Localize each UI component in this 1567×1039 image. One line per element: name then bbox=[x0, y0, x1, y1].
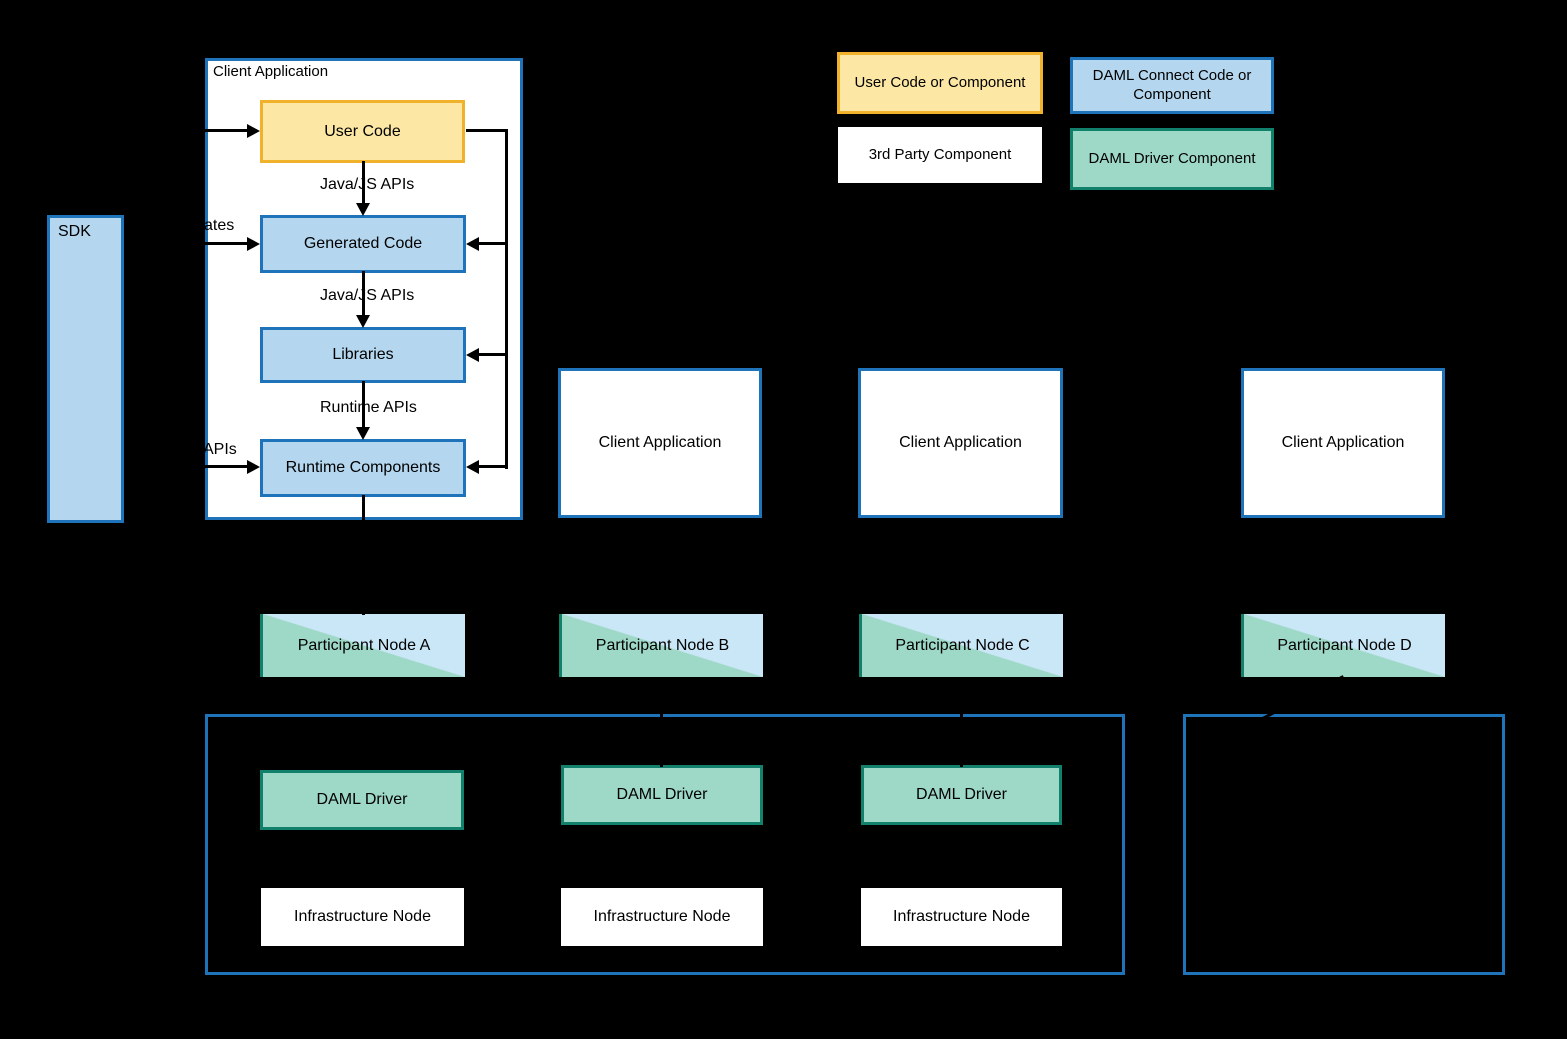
legend-daml-connect-label: DAML Connect Code or Component bbox=[1092, 66, 1252, 103]
daml-driver-a-label: DAML Driver bbox=[316, 791, 408, 808]
infrastructure-container-left bbox=[205, 714, 1125, 975]
client-application-d-box: Client Application bbox=[1241, 368, 1445, 518]
arrow-sdk-generated-head bbox=[247, 237, 260, 251]
legend-third-party: 3rd Party Component bbox=[838, 127, 1042, 183]
arrow-sdk-runtime-head bbox=[247, 460, 260, 474]
arrow-usercode-generated-head bbox=[356, 203, 370, 216]
legend-daml-driver-label: DAML Driver Component bbox=[1088, 149, 1256, 167]
fragment-label-generates: ates bbox=[204, 217, 235, 234]
fragment-label-apis: APIs bbox=[203, 441, 237, 458]
infrastructure-node-c-label: Infrastructure Node bbox=[893, 908, 1030, 925]
runtime-components-label: Runtime Components bbox=[285, 459, 441, 476]
client-application-main-title: Client Application bbox=[213, 63, 329, 80]
legend-user-code: User Code or Component bbox=[837, 52, 1043, 114]
legend-daml-connect: DAML Connect Code or Component bbox=[1070, 57, 1274, 114]
client-application-b-box: Client Application bbox=[558, 368, 762, 518]
arrow-libraries-runtime-head bbox=[356, 427, 370, 440]
arrow-generated-libraries-head bbox=[356, 315, 370, 328]
arrow-sdk-runtime-stem bbox=[125, 465, 248, 468]
api-label-java-js-2: Java/JS APIs bbox=[320, 287, 415, 304]
feedback-runtime-stem bbox=[478, 465, 508, 468]
feedback-line-top bbox=[466, 129, 508, 132]
feedback-runtime-head bbox=[466, 460, 479, 474]
client-application-c-label: Client Application bbox=[899, 434, 1022, 451]
participant-node-a-box: Participant Node A bbox=[260, 614, 465, 677]
arrow-usercode-generated-stem bbox=[362, 161, 365, 203]
runtime-components-box: Runtime Components bbox=[260, 439, 466, 497]
infrastructure-container-right bbox=[1183, 714, 1505, 975]
participant-node-b-box: Participant Node B bbox=[559, 614, 763, 677]
daml-driver-a-box: DAML Driver bbox=[260, 770, 464, 830]
arrow-sdk-generated-stem bbox=[125, 242, 248, 245]
api-label-java-js-1: Java/JS APIs bbox=[320, 176, 415, 193]
daml-driver-c-label: DAML Driver bbox=[916, 786, 1007, 803]
line-node-b-to-driver bbox=[660, 677, 663, 767]
feedback-libraries-head bbox=[466, 348, 479, 362]
user-code-box: User Code bbox=[260, 100, 465, 163]
libraries-box: Libraries bbox=[260, 327, 466, 383]
line-runtime-to-participant-a bbox=[362, 495, 365, 615]
generated-code-label: Generated Code bbox=[303, 235, 423, 252]
feedback-generated-head bbox=[466, 237, 479, 251]
client-application-b-label: Client Application bbox=[598, 434, 722, 451]
legend-third-party-label: 3rd Party Component bbox=[868, 145, 1012, 163]
infrastructure-node-a-box: Infrastructure Node bbox=[261, 888, 464, 946]
arrow-sdk-usercode-head bbox=[247, 124, 260, 138]
line-node-c-to-driver bbox=[960, 677, 963, 767]
infrastructure-node-a-label: Infrastructure Node bbox=[294, 908, 431, 925]
participant-node-d-label: Participant Node D bbox=[1277, 636, 1412, 654]
participant-node-d-box: Participant Node D bbox=[1241, 614, 1445, 677]
user-code-label: User Code bbox=[324, 122, 401, 140]
arrow-sdk-usercode-stem bbox=[125, 129, 248, 132]
generated-code-box: Generated Code bbox=[260, 215, 466, 273]
participant-node-a-label: Participant Node A bbox=[297, 636, 431, 654]
client-application-c-box: Client Application bbox=[858, 368, 1063, 518]
api-label-runtime: Runtime APIs bbox=[320, 399, 417, 416]
infrastructure-node-b-label: Infrastructure Node bbox=[593, 908, 731, 925]
participant-node-c-box: Participant Node C bbox=[859, 614, 1063, 677]
feedback-generated-stem bbox=[478, 242, 508, 245]
feedback-libraries-stem bbox=[478, 353, 508, 356]
sdk-box: SDK bbox=[47, 215, 124, 523]
daml-driver-c-box: DAML Driver bbox=[861, 765, 1062, 825]
arrow-generated-libraries-stem bbox=[362, 271, 365, 315]
client-application-d-label: Client Application bbox=[1281, 434, 1405, 451]
legend-daml-driver: DAML Driver Component bbox=[1070, 128, 1274, 190]
arrow-libraries-runtime-stem bbox=[362, 381, 365, 427]
libraries-label: Libraries bbox=[332, 346, 394, 363]
infrastructure-node-c-box: Infrastructure Node bbox=[861, 888, 1062, 946]
infrastructure-node-b-box: Infrastructure Node bbox=[561, 888, 763, 946]
participant-node-b-label: Participant Node B bbox=[595, 636, 730, 654]
sdk-label: SDK bbox=[58, 223, 91, 240]
feedback-line-vertical bbox=[505, 129, 508, 469]
daml-driver-b-label: DAML Driver bbox=[616, 786, 708, 803]
legend-user-code-label: User Code or Component bbox=[854, 73, 1026, 91]
daml-driver-b-box: DAML Driver bbox=[561, 765, 763, 825]
participant-node-c-label: Participant Node C bbox=[895, 636, 1030, 654]
